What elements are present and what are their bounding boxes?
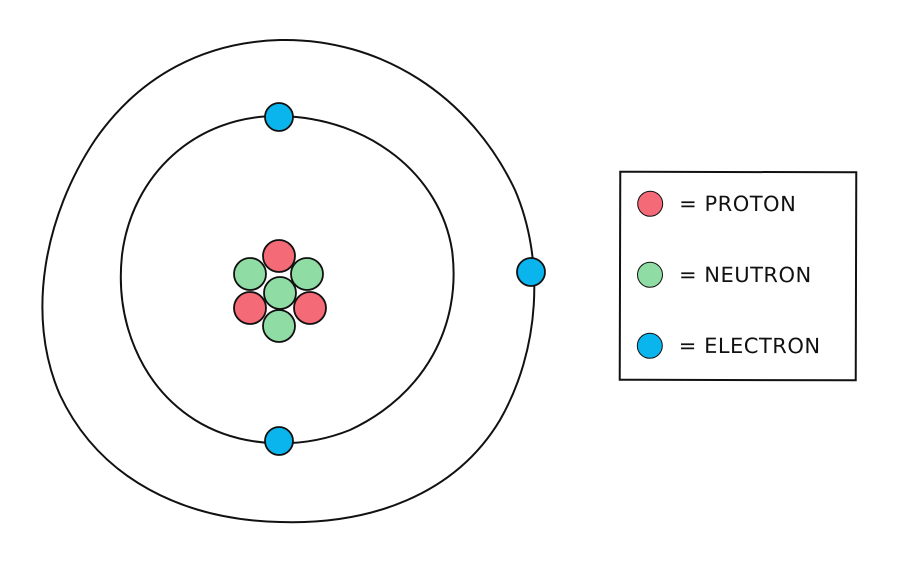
legend-item-proton: = PROTON xyxy=(637,189,796,219)
legend-label-neutron: = NEUTRON xyxy=(678,262,812,288)
electron-particle xyxy=(264,426,294,456)
legend: = PROTON = NEUTRON = ELECTRON xyxy=(618,170,858,382)
electron-particle xyxy=(264,102,294,132)
outer-shell xyxy=(41,38,536,524)
proton-particle xyxy=(233,291,267,325)
legend-item-neutron: = NEUTRON xyxy=(636,260,812,290)
neutron-icon xyxy=(636,261,664,288)
proton-particle xyxy=(293,291,327,325)
legend-label-electron: = ELECTRON xyxy=(678,333,821,359)
neutron-particle xyxy=(263,276,297,310)
legend-label-proton: = PROTON xyxy=(679,191,797,217)
neutron-particle xyxy=(290,257,324,291)
legend-item-electron: = ELECTRON xyxy=(636,331,821,361)
electron-icon xyxy=(636,332,663,359)
proton-particle xyxy=(262,239,296,273)
proton-icon xyxy=(637,190,664,217)
electron-particle xyxy=(516,257,546,287)
neutron-particle xyxy=(233,257,267,291)
electrons xyxy=(264,102,546,456)
nucleus xyxy=(233,239,327,343)
neutron-particle xyxy=(262,309,296,343)
